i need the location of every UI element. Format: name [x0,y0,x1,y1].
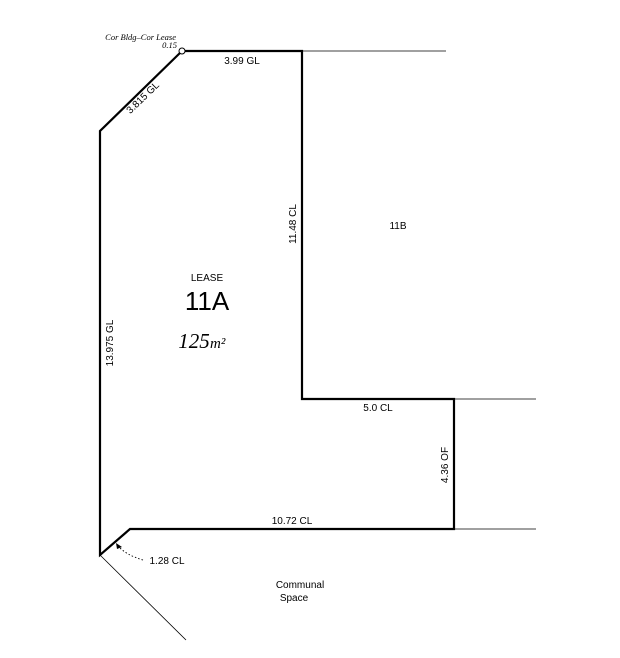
lease-area-unit: m² [210,336,226,352]
lease-heading: LEASE [191,273,224,284]
dim-step: 5.0 CL [363,403,393,414]
dim-right-lower: 4.36 OF [440,447,451,483]
dim-right-upper: 11.48 CL [288,204,299,244]
communal-space-line2: Space [280,593,309,604]
communal-space-line1: Communal [276,580,324,591]
dim-bottom: 10.72 CL [272,516,313,527]
lease-number: 11A [185,286,230,316]
dim-diagonal: 3.815 GL [125,80,163,117]
lease-area-value: 125 [178,329,210,353]
corner-note-value: 0.15 [162,40,177,50]
lot-11b-label: 11B [389,221,406,232]
communal-boundary-line [99,554,187,641]
corner-note-title: Cor Bldg–Cor Lease [105,32,176,42]
dim-left: 13.975 GL [105,319,116,366]
dim-corner: 1.28 CL [149,556,184,567]
corner-arrow-head [116,543,122,549]
corner-marker [178,47,186,55]
lease-boundary [98,49,456,558]
dim-top: 3.99 GL [224,56,260,67]
corner-arrow [117,545,144,561]
